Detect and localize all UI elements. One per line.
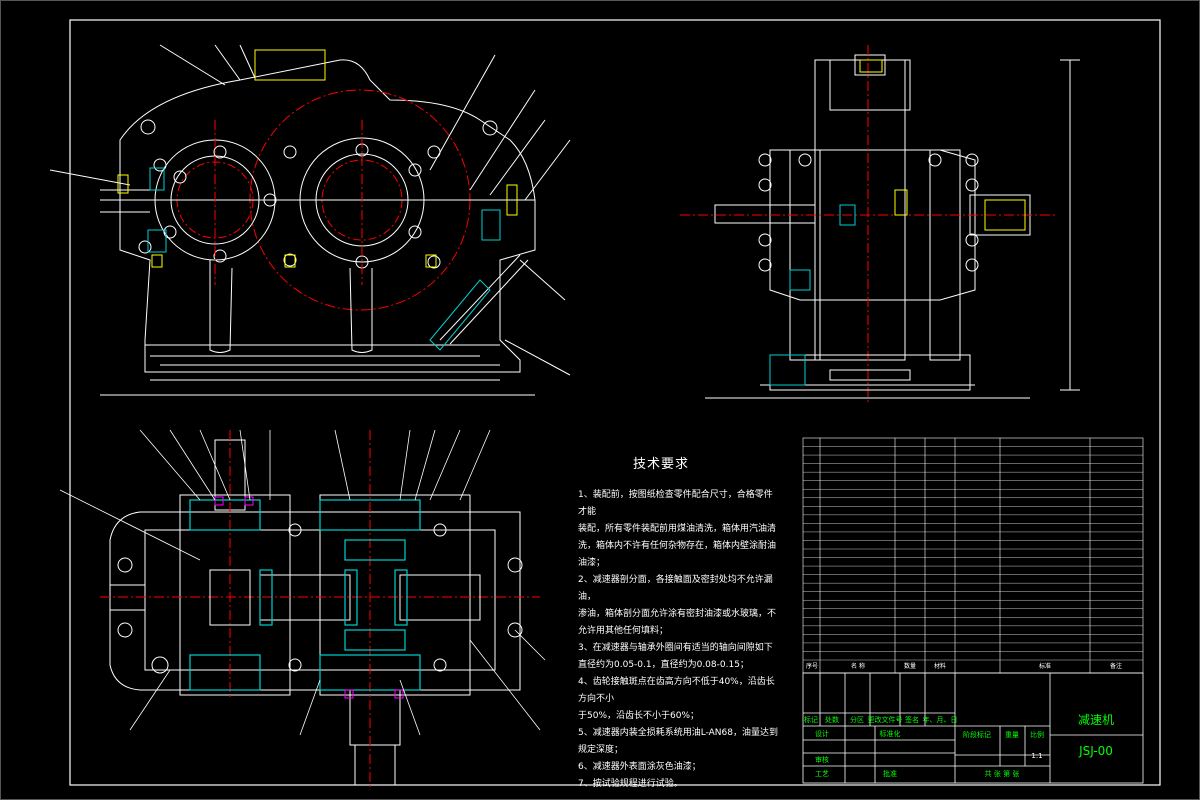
bom-footer-material: 材料 xyxy=(934,662,946,670)
inner-frame xyxy=(69,19,1161,786)
requirement-line: 2、减速器剖分面，各接触面及密封处均不允许漏油， xyxy=(578,575,773,602)
tb-drawing-no: JSJ-00 xyxy=(1078,744,1113,758)
top-view-magenta xyxy=(214,496,404,699)
bom-footer-remark: 备注 xyxy=(1110,662,1122,670)
requirement-line: 油漆； xyxy=(578,558,606,568)
requirement-line: 1、装配前，按图纸检查零件配合尺寸，合格零件才能 xyxy=(578,490,773,517)
tb-standard: 标准化 xyxy=(880,729,901,738)
tb-part-name: 减速机 xyxy=(1078,713,1114,727)
title-block xyxy=(802,672,1144,784)
requirement-line: 允许用其他任何填料； xyxy=(578,626,669,636)
tb-process: 工艺 xyxy=(815,770,829,778)
bom-footer-standard: 标准 xyxy=(1039,662,1051,670)
requirement-line: 7、按试验规程进行试验。 xyxy=(578,779,683,789)
tb-date: 年、月、日 xyxy=(923,715,958,724)
requirement-line: 渗油，箱体剖分面允许涂有密封油漆或水玻璃，不 xyxy=(578,609,777,619)
tb-zone: 分区 xyxy=(850,715,864,724)
front-view-bolts xyxy=(117,174,518,268)
requirement-line: 装配，所有零件装配前用煤油清洗，箱体用汽油清 xyxy=(578,524,777,534)
requirement-line: 6、减速器外表面涂灰色油漆； xyxy=(578,762,701,772)
bom-footer-qty: 数量 xyxy=(904,662,916,670)
tb-count: 处数 xyxy=(825,715,839,724)
top-view-bolts xyxy=(117,523,523,674)
tb-review: 审核 xyxy=(815,755,829,764)
side-view-studs xyxy=(758,153,979,272)
bom-footer-name: 名 称 xyxy=(851,662,865,670)
front-view-sections xyxy=(147,167,501,351)
bom-rows xyxy=(803,446,1143,661)
bom-footer-index: 序号 xyxy=(806,662,818,670)
bom-table xyxy=(802,437,1144,674)
tb-scale-label: 比例 xyxy=(1030,730,1044,739)
requirement-line: 5、减速器内装全损耗系统用油L-AN68，油量达到规定深度； xyxy=(578,728,778,755)
top-view-leaders xyxy=(59,429,546,736)
front-housing-outline xyxy=(119,59,536,373)
technical-requirements: 技术要求 1、装配前，按图纸检查零件配合尺寸，合格零件才能 装配，所有零件装配前… xyxy=(578,456,778,793)
front-view xyxy=(49,44,571,396)
side-view-sections xyxy=(769,204,856,386)
tb-scale-value: 1:1 xyxy=(1031,752,1042,760)
tb-sign: 签名 xyxy=(905,715,919,724)
requirement-line: 直径约为0.05-0.1，直径约为0.08-0.15； xyxy=(578,660,749,670)
side-view xyxy=(680,45,1080,405)
top-view xyxy=(100,430,540,790)
tb-approve: 批准 xyxy=(883,769,897,778)
tb-change: 更改文件号 xyxy=(868,715,903,724)
requirement-line: 4、齿轮接触斑点在齿高方向不低于40%，沿齿长方向不小 xyxy=(578,677,775,704)
title-block-text: 标记 处数 分区 更改文件号 签名 年、月、日 设计 标准化 审核 工艺 批准 … xyxy=(804,713,1114,778)
requirement-line: 洗，箱体内不许有任何杂物存在，箱体内壁涂耐油 xyxy=(578,541,777,551)
requirement-line: 3、在减速器与轴承外圈间有适当的轴向间隙如下 xyxy=(578,643,773,653)
bom-footer: 序号 名 称 数量 材料 标准 备注 xyxy=(806,662,1122,670)
technical-requirements-title: 技术要求 xyxy=(633,457,690,472)
side-view-bolts xyxy=(859,59,1026,231)
top-view-sections xyxy=(189,499,421,691)
tb-marks: 标记 xyxy=(804,715,818,724)
requirement-line: 于50%，沿齿长不小于60%； xyxy=(578,711,700,721)
tb-weight: 重量 xyxy=(1005,731,1019,739)
tb-design: 设计 xyxy=(815,729,829,738)
tb-stage: 阶段标记 xyxy=(963,730,991,739)
tb-sheet: 共 张 第 张 xyxy=(985,769,1020,778)
